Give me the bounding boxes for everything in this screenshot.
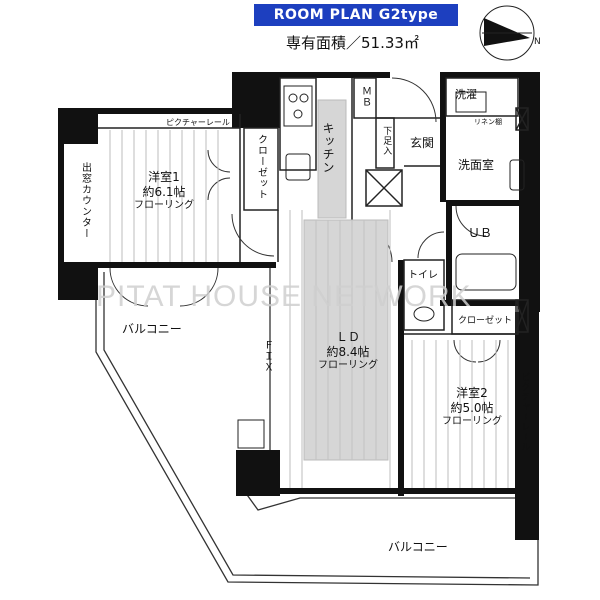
toilet-icon	[413, 306, 435, 322]
bedroom2-size: 約5.0帖	[450, 401, 494, 415]
bedroom2-name: 洋室2	[456, 386, 488, 400]
closet-horizontal-label: クローゼット	[458, 316, 513, 326]
fridge-icon	[237, 419, 265, 449]
floor-area-label: 専有面積／51.33㎡	[286, 34, 419, 52]
washing-machine-icon	[455, 91, 487, 113]
entrance-label: 玄関	[410, 136, 435, 150]
closet-vertical-label: クローゼット	[255, 134, 267, 200]
picture-rail-1-label: ピクチャーレール	[166, 118, 230, 127]
ld-size: 約8.4帖	[326, 345, 370, 359]
bedroom1-size: 約6.1帖	[142, 185, 186, 199]
bedroom1-floor: フローリング	[134, 200, 194, 211]
flooring-hatch	[109, 130, 509, 488]
mb-label: ＭＢ	[359, 86, 371, 108]
bath-label: ＵＢ	[468, 226, 493, 240]
balcony-1-label: バルコニー	[122, 322, 182, 336]
kitchen-sink-icon	[285, 153, 311, 181]
laundry-label: 洗濯	[455, 88, 477, 101]
bedroom1-name: 洋室1	[148, 170, 180, 184]
toilet-label: トイレ	[408, 270, 438, 281]
plan-title-banner: ROOM PLAN G2type	[254, 4, 458, 26]
shoe-box-label: 下足入	[381, 126, 392, 156]
bay-counter-label: 出窓カウンター	[79, 162, 91, 239]
linen-shelf-label: リネン棚	[474, 118, 502, 126]
interior-walls	[98, 77, 529, 335]
washroom-label: 洗面室	[458, 158, 495, 172]
bedroom2-label: 洋室2 約5.0帖 フローリング	[442, 386, 502, 429]
ld-label: ＬＤ 約8.4帖 フローリング	[318, 330, 378, 373]
bedroom1-label: 洋室1 約6.1帖 フローリング	[134, 170, 194, 213]
washbasin-icon	[509, 159, 525, 191]
fix-window-label: ＦＩＸ	[261, 340, 273, 373]
ld-floor: フローリング	[318, 360, 378, 371]
outer-walls	[58, 72, 540, 540]
ld-name: ＬＤ	[335, 330, 360, 344]
bedroom2-floor: フローリング	[442, 416, 502, 427]
bathtub-icon	[455, 253, 517, 291]
compass-icon: N	[479, 5, 541, 61]
stove-icon	[283, 85, 313, 127]
balcony-outline	[95, 267, 539, 586]
picture-rail-2-label: ピクチャーレール	[519, 372, 530, 452]
watermark: PITAT HOUSE NETWORK	[96, 280, 472, 313]
balcony-2-label: バルコニー	[388, 540, 448, 554]
svg-text:N: N	[534, 37, 541, 47]
ld-gray-band	[303, 219, 389, 461]
kitchen-gray-band	[317, 99, 347, 219]
kitchen-label: キッチン	[321, 122, 335, 174]
